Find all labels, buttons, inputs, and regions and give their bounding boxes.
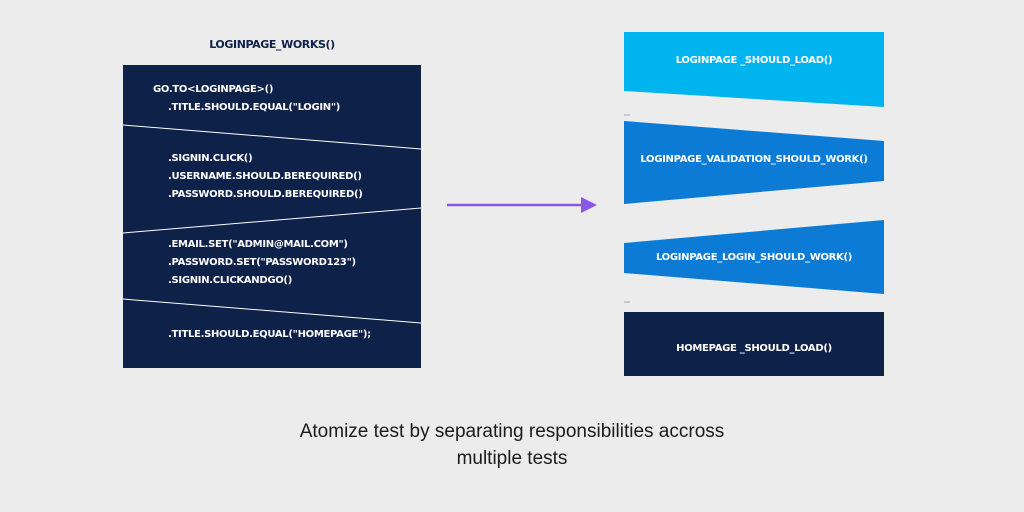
code-line: GO.TO<LOGINPAGE>() — [153, 84, 274, 95]
test-shape-4 — [624, 312, 884, 376]
divider-line-2 — [123, 207, 421, 234]
divider-line-3 — [123, 298, 421, 324]
code-line: .PASSWORD.SET("PASSWORD123") — [168, 257, 356, 268]
code-group-navigate: GO.TO<LOGINPAGE>() .TITLE.SHOULD.EQUAL("… — [123, 81, 421, 117]
atomic-tests-shapes — [624, 32, 884, 376]
code-group-validation: .SIGNIN.CLICK() .USERNAME.SHOULD.BEREQUI… — [123, 150, 421, 204]
test-shape-3 — [624, 220, 884, 294]
test-label-loginpage-validation: LOGINPAGE_VALIDATION_SHOULD_WORK() — [640, 154, 868, 165]
block-divider-lines — [123, 124, 421, 324]
monolithic-test-block: GO.TO<LOGINPAGE>() .TITLE.SHOULD.EQUAL("… — [123, 65, 421, 368]
caption-line-2: multiple tests — [456, 448, 568, 469]
arrow-right-icon — [447, 197, 597, 213]
code-line: .TITLE.SHOULD.EQUAL("HOMEPAGE"); — [168, 329, 371, 340]
code-line: .TITLE.SHOULD.EQUAL("LOGIN") — [168, 102, 341, 113]
monolithic-test-title: LOGINPAGE_WORKS() — [209, 38, 335, 51]
test-label-loginpage-login: LOGINPAGE_LOGIN_SHOULD_WORK() — [655, 252, 853, 263]
code-group-login: .EMAIL.SET("ADMIN@MAIL.COM") .PASSWORD.S… — [123, 236, 421, 290]
test-label-loginpage-should-load: LOGINPAGE _SHOULD_LOAD() — [675, 55, 833, 66]
test-label-homepage-should-load: HOMEPAGE _SHOULD_LOAD() — [676, 343, 832, 354]
caption: Atomize test by separating responsibilit… — [200, 418, 824, 472]
divider-line-1 — [123, 124, 421, 150]
code-line: .SIGNIN.CLICK() — [168, 153, 253, 164]
test-shape-1 — [624, 32, 884, 107]
code-line: .EMAIL.SET("ADMIN@MAIL.COM") — [168, 239, 348, 250]
code-line: .SIGNIN.CLICKANDGO() — [168, 275, 292, 286]
caption-line-1: Atomize test by separating responsibilit… — [299, 421, 725, 442]
code-group-homepage: .TITLE.SHOULD.EQUAL("HOMEPAGE"); — [123, 326, 421, 344]
code-line: .PASSWORD.SHOULD.BEREQUIRED() — [168, 189, 363, 200]
test-shape-2 — [624, 121, 884, 204]
code-line: .USERNAME.SHOULD.BEREQUIRED() — [168, 171, 362, 182]
